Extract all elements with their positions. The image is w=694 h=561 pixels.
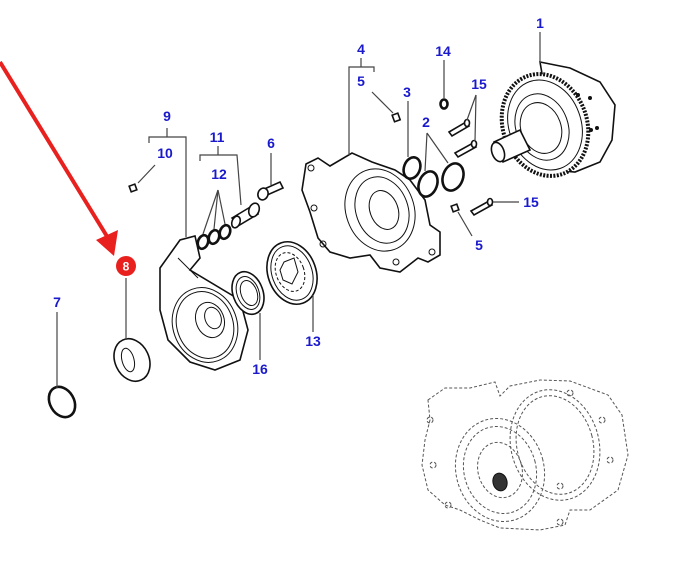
part-13-gear[interactable] [259,235,326,312]
highlight-arrow [0,60,118,256]
bracket-9 [148,128,187,237]
part-1-gear-hub[interactable] [488,60,616,188]
callout-9[interactable]: 9 [163,108,171,124]
part-5-pin-upper[interactable] [391,112,402,123]
part-8-washer[interactable] [107,333,156,387]
leader-5-lower [457,211,473,237]
part-6-bolt[interactable] [256,180,285,201]
callout-14[interactable]: 14 [435,43,451,59]
callout-1[interactable]: 1 [536,15,544,31]
part-16-seal[interactable] [226,267,269,319]
assembled-view [421,379,629,531]
callout-13[interactable]: 13 [305,333,321,349]
callout-15-lower[interactable]: 15 [523,194,539,210]
callout-3[interactable]: 3 [403,84,411,100]
callout-15-upper[interactable]: 15 [471,76,487,92]
callout-10[interactable]: 10 [157,145,173,161]
leader-10 [137,164,156,184]
part-10-plug[interactable] [128,183,138,193]
leader-2 [424,132,449,172]
part-11-valve[interactable] [230,202,261,229]
part-4-pump-housing[interactable] [301,152,441,273]
leader-12 [202,189,226,235]
callout-8-highlighted[interactable]: 8 [116,256,136,276]
callout-11[interactable]: 11 [210,129,225,145]
callout-labels: 1 2 3 4 5 5 6 7 8 9 10 11 12 13 14 15 15… [53,15,544,377]
callout-7[interactable]: 7 [53,294,61,310]
callout-5-lower[interactable]: 5 [475,237,483,253]
callout-4[interactable]: 4 [357,41,365,57]
bracket-4 [348,58,375,155]
callout-6[interactable]: 6 [267,135,275,151]
part-12-o-rings[interactable] [196,223,232,251]
part-14-o-ring[interactable] [439,98,449,110]
leader-15 [466,94,519,203]
part-15-bolts[interactable] [447,118,494,217]
part-7-snap-ring[interactable] [44,382,81,422]
part-3-o-ring[interactable] [401,155,424,181]
part-5-pin-lower[interactable] [450,203,460,213]
bracket-11 [199,146,242,206]
part-2-o-rings[interactable] [415,160,467,199]
callout-8[interactable]: 8 [123,260,130,274]
callout-5-upper[interactable]: 5 [357,73,365,89]
callout-2[interactable]: 2 [422,114,430,130]
leader-5-upper [371,91,394,114]
part-9-pump-cover[interactable] [159,235,249,372]
callout-12[interactable]: 12 [211,166,227,182]
callout-16[interactable]: 16 [252,361,268,377]
